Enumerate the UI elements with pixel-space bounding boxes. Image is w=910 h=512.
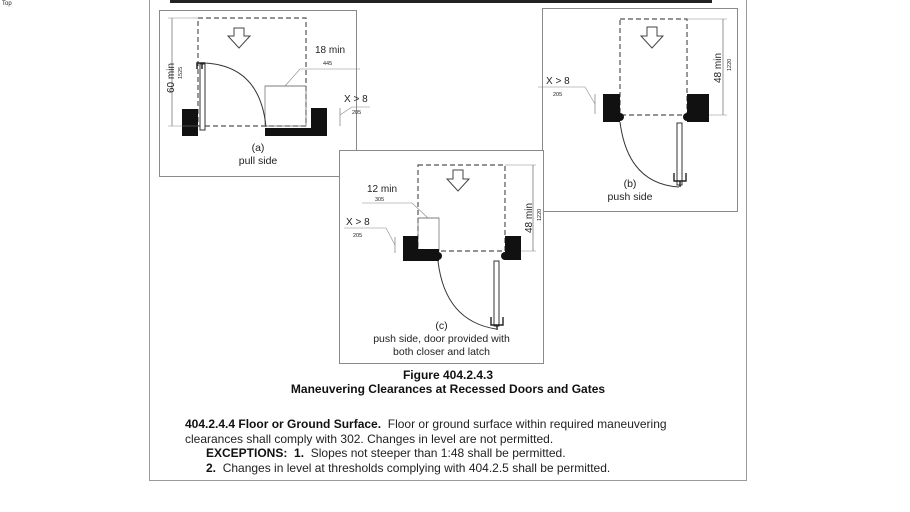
door-handle	[196, 62, 205, 69]
exception-1-text: Slopes not steeper than 1:48 shall be pe…	[310, 446, 566, 460]
depth-metric: 1220	[537, 209, 543, 221]
door-handle	[490, 317, 504, 330]
exception-2: 2. Changes in level at thresholds comply…	[185, 461, 745, 476]
wall-right	[265, 108, 327, 136]
depth-label: 60 min	[166, 63, 177, 93]
clearance-area	[197, 17, 307, 127]
side-clearance-label: 12 min	[367, 184, 397, 195]
section-text-line1: Floor or ground surface within required …	[387, 417, 667, 431]
panel-b-diagram: 48 min 1220 X > 8 205	[538, 18, 733, 188]
wall-right	[505, 236, 521, 260]
figure-title: Maneuvering Clearances at Recessed Doors…	[290, 382, 606, 396]
depth-label: 48 min	[524, 203, 535, 233]
depth-label: 48 min	[713, 53, 724, 83]
wall-right	[687, 94, 709, 122]
wall-left	[603, 94, 620, 122]
panel-b-caption: push side	[607, 191, 653, 203]
side-clearance-label: 18 min	[315, 45, 345, 56]
panel-a-recess-metric: 205	[352, 110, 362, 116]
panel-c-push-side-closer-latch: 48 min 1220 12 min 305 X > 8 205 (c) pus…	[339, 150, 544, 364]
exceptions-label: EXCEPTIONS:	[206, 446, 288, 460]
section-404-2-4-4: 404.2.4.4 Floor or Ground Surface. Floor…	[185, 417, 745, 475]
door-swing-arc	[437, 260, 497, 330]
panel-c-diagram: 48 min 1220 12 min 305 X > 8 205	[344, 164, 543, 330]
panel-a-letter: (a)	[251, 142, 265, 154]
exception-1: EXCEPTIONS: 1. Slopes not steeper than 1…	[185, 446, 745, 461]
panel-b-push-side: 48 min 1220 X > 8 205 (b) push side	[538, 8, 738, 212]
clearance-area	[619, 18, 688, 116]
recess-label: X > 8	[546, 76, 570, 87]
wall-left	[403, 236, 439, 261]
wall-left	[182, 109, 198, 136]
panel-c-caption-line1: push side, door provided with	[373, 333, 510, 345]
approach-arrow-icon	[226, 27, 252, 49]
door-leaf	[493, 260, 500, 327]
approach-arrow-icon	[639, 26, 665, 49]
panel-c-caption-line2: both closer and latch	[393, 346, 490, 358]
section-heading: 404.2.4.4 Floor or Ground Surface.	[185, 417, 382, 431]
panel-a-diagram: 60 min 1525 18 min 445	[166, 17, 370, 136]
section-text-line2: clearances shall comply with 302. Change…	[185, 431, 554, 446]
door-swing-arc	[204, 62, 267, 128]
panel-a-recess-label: X > 8	[344, 94, 368, 105]
door-leaf	[676, 122, 683, 186]
panel-a-pull-side: 60 min 1525 18 min 445 (a) pull side	[159, 10, 370, 177]
side-clearance-metric: 305	[375, 197, 384, 203]
panel-c-letter: (c)	[435, 320, 448, 332]
exception-2-number: 2.	[206, 460, 217, 475]
top-label: Top	[2, 1, 12, 7]
clearance-area	[417, 164, 506, 252]
panel-b-letter: (b)	[623, 178, 637, 190]
recess-metric: 205	[553, 92, 562, 98]
figure-number: Figure 404.2.4.3	[402, 368, 494, 382]
panel-a-caption: pull side	[238, 155, 278, 167]
page-top-rule	[170, 0, 712, 3]
latch-side-clearance	[417, 217, 440, 252]
side-clearance-metric: 445	[323, 61, 332, 67]
latch-side-clearance	[264, 85, 307, 127]
section-paragraph: 404.2.4.4 Floor or Ground Surface. Floor…	[185, 417, 745, 432]
door-leaf	[199, 63, 206, 131]
door-handle	[673, 173, 687, 187]
depth-metric: 1525	[178, 67, 184, 79]
door-swing-arc	[619, 121, 680, 188]
depth-metric: 1220	[727, 59, 733, 71]
exception-1-number: 1.	[294, 446, 305, 460]
exception-2-text: Changes in level at thresholds complying…	[222, 460, 611, 475]
approach-arrow-icon	[445, 169, 471, 192]
recess-metric: 205	[353, 233, 362, 239]
recess-label: X > 8	[346, 217, 370, 228]
